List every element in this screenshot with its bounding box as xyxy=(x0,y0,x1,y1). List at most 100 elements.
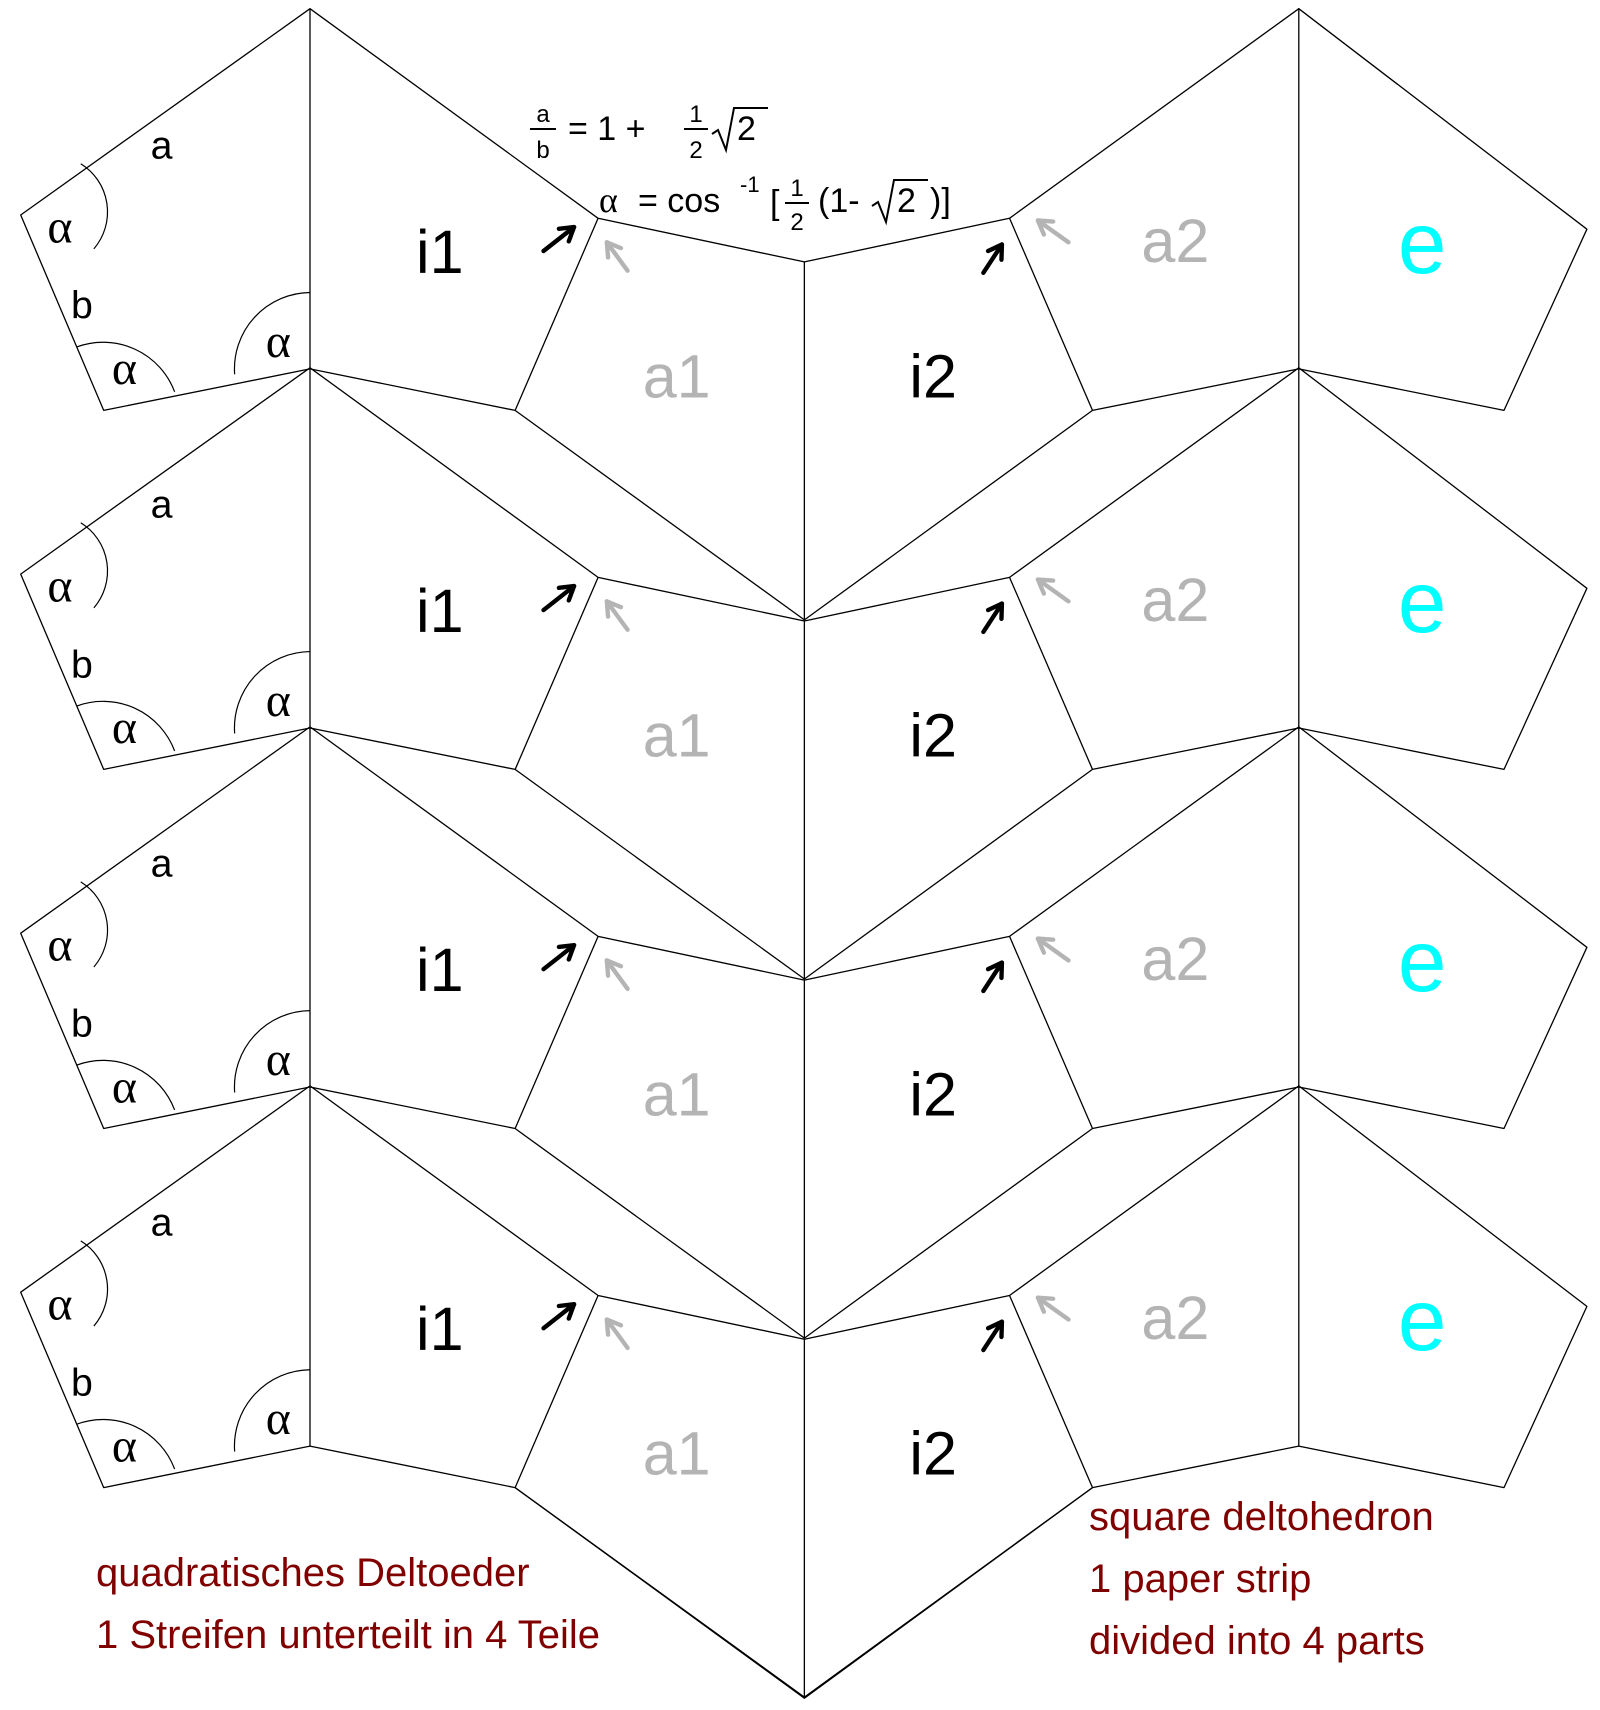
glue-circle xyxy=(1358,897,1486,1024)
face-label-a1: a1 xyxy=(643,1420,711,1488)
side-label-a: a xyxy=(151,841,173,885)
formula-ratio-denominator: b xyxy=(536,137,549,164)
formula-alpha-eq: = cos xyxy=(638,182,720,220)
fold-lines xyxy=(309,1086,1299,1339)
angle-label-alpha: α xyxy=(266,315,291,368)
face-label-a2: a2 xyxy=(1141,1284,1209,1352)
side-label-b: b xyxy=(71,1002,93,1046)
formula-open-bracket: [ xyxy=(770,184,780,222)
formula-half2-denominator: 2 xyxy=(790,209,803,236)
caption-german: quadratisches Deltoeder 1 Streifen unter… xyxy=(96,1551,600,1657)
angle-arc xyxy=(76,1418,176,1470)
arrow-black-icon xyxy=(981,601,1005,635)
formula-paren-inner: (1- xyxy=(818,182,860,220)
formula-close: )] xyxy=(930,182,951,220)
formula-half2-numerator: 1 xyxy=(790,175,803,202)
angle-arc xyxy=(233,1010,310,1093)
angle-arc xyxy=(80,1240,109,1327)
angle-arc xyxy=(80,163,109,250)
caption-de-line2: 1 Streifen unterteilt in 4 Teile xyxy=(96,1613,600,1657)
face-label-i2: i2 xyxy=(909,1420,957,1488)
face-label-a2: a2 xyxy=(1141,207,1209,275)
angle-arc xyxy=(76,341,176,393)
formula-inverse-exponent: -1 xyxy=(740,172,760,197)
formula-ratio-numerator: a xyxy=(536,101,550,128)
kite-left-striped xyxy=(20,1085,311,1489)
face-label-i2: i2 xyxy=(909,701,957,769)
angle-arc xyxy=(233,291,310,375)
angle-label-alpha: α xyxy=(47,918,72,971)
side-label-b: b xyxy=(71,643,93,687)
side-label-a: a xyxy=(151,482,173,526)
arrow-gray-icon xyxy=(1035,577,1071,604)
face-label-a2: a2 xyxy=(1141,925,1209,993)
fold-line xyxy=(514,1295,599,1488)
caption-en-line2: 1 paper strip xyxy=(1089,1557,1311,1601)
face-label-a1: a1 xyxy=(643,342,711,410)
fold-line xyxy=(1008,218,1094,411)
arrow-gray-icon xyxy=(604,1317,630,1351)
arrow-gray-icon xyxy=(1035,1295,1071,1322)
angle-arc xyxy=(76,1059,176,1111)
angle-label-alpha: α xyxy=(47,1278,72,1331)
caption-en-line3: divided into 4 parts xyxy=(1089,1619,1425,1663)
face-label-i1: i1 xyxy=(416,1295,464,1363)
arrow-gray-icon xyxy=(604,958,630,991)
angle-label-alpha: α xyxy=(47,559,72,612)
face-label-i2: i2 xyxy=(909,1060,957,1128)
arrow-gray-icon xyxy=(1035,936,1071,963)
kite-right-striped xyxy=(1298,8,1588,412)
formula: a b = 1 + 1 2 2 α = cos -1 [ 1 2 (1- 2 )… xyxy=(530,101,951,236)
formula-sqrt-arg: 2 xyxy=(737,110,756,148)
formula-sqrt2-arg: 2 xyxy=(897,182,916,220)
arrow-gray-icon xyxy=(1035,218,1071,245)
caption-english: square deltohedron 1 paper strip divided… xyxy=(1089,1495,1434,1663)
angle-label-alpha: α xyxy=(266,1033,291,1086)
angle-arc xyxy=(233,650,310,734)
fold-line xyxy=(514,936,599,1129)
side-label-a: a xyxy=(151,1201,173,1245)
face-label-a1: a1 xyxy=(643,701,711,769)
arrow-black-icon xyxy=(981,1319,1005,1353)
arrow-black-icon xyxy=(981,242,1005,276)
glue-circle xyxy=(1358,538,1486,665)
face-label-a2: a2 xyxy=(1141,566,1209,634)
arrow-black-icon xyxy=(541,583,577,613)
fold-lines xyxy=(309,8,1300,263)
sqrt-sign-icon xyxy=(711,107,768,154)
formula-alpha: α xyxy=(599,180,618,220)
caption-de-line1: quadratisches Deltoeder xyxy=(96,1551,530,1595)
arrow-gray-icon xyxy=(604,240,630,273)
face-label-i1: i1 xyxy=(416,218,464,286)
angle-label-alpha: α xyxy=(112,701,137,754)
angle-arc xyxy=(80,522,109,609)
arrow-black-icon xyxy=(981,960,1005,994)
fold-line xyxy=(1008,1295,1094,1488)
fold-line xyxy=(514,218,599,411)
formula-ratio-rhs: = 1 + xyxy=(568,110,646,148)
arrow-black-icon xyxy=(541,224,577,254)
kite-left-striped xyxy=(20,367,311,771)
fold-line xyxy=(1008,936,1094,1129)
angle-label-alpha: α xyxy=(266,1392,291,1445)
angle-arc xyxy=(80,881,109,968)
face-label-e: e xyxy=(1398,912,1447,1010)
formula-half-numerator: 1 xyxy=(689,101,702,128)
side-label-b: b xyxy=(71,1361,93,1405)
angle-arc xyxy=(233,1369,310,1452)
face-label-a1: a1 xyxy=(643,1060,711,1128)
kite-right-striped xyxy=(1298,367,1588,771)
angle-label-alpha: α xyxy=(47,200,72,253)
angle-label-alpha: α xyxy=(112,1419,137,1472)
angle-label-alpha: α xyxy=(112,1060,137,1113)
angle-arc xyxy=(76,700,176,752)
kite-left-striped xyxy=(20,726,311,1130)
glue-circle xyxy=(1358,1256,1486,1383)
glue-circle xyxy=(1358,178,1486,306)
